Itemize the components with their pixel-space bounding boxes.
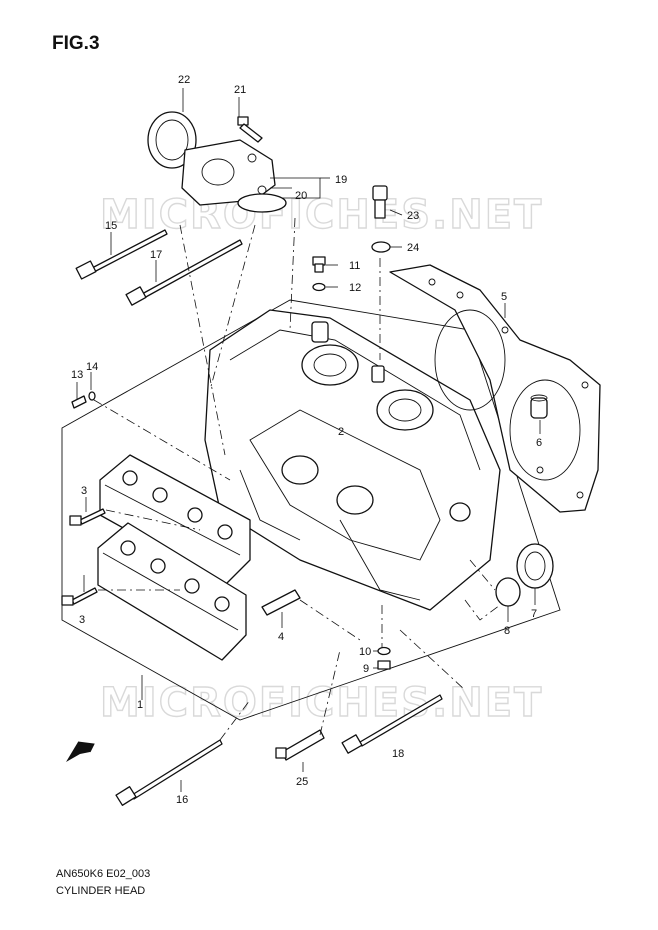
callout-25: 25: [296, 776, 308, 788]
assembly-outline: [61, 299, 561, 721]
bolt-9: [377, 660, 391, 670]
head-gasket: [389, 264, 601, 513]
callout-2: 2: [338, 426, 344, 438]
bolt-16: [115, 739, 223, 806]
callout-23: 23: [407, 210, 419, 222]
bolt-17: [125, 239, 243, 306]
callout-22: 22: [178, 74, 190, 86]
watermark-bottom: MICROFICHES.NET: [100, 680, 543, 726]
callout-21: 21: [234, 84, 246, 96]
cam-holder-upper: [99, 454, 251, 586]
bolt-21: [237, 116, 263, 143]
bolt-15: [75, 229, 168, 280]
figure-name: CYLINDER HEAD: [56, 885, 146, 897]
figure-title: FIG.3: [52, 33, 100, 54]
figure-code: AN650K6 E02_003: [56, 868, 151, 880]
watermark-top: MICROFICHES.NET: [100, 192, 543, 238]
alignment-lines: [93, 217, 501, 741]
gasket-14: [88, 391, 96, 401]
callout-6: 6: [536, 437, 542, 449]
bolt-3-lower: [61, 587, 98, 606]
callout-3-lower: 3: [79, 614, 85, 626]
spark-plug: [275, 729, 325, 761]
valve-guide: [261, 589, 301, 616]
callout-7: 7: [531, 608, 537, 620]
callout-19: 19: [335, 174, 347, 186]
cap-7: [516, 543, 554, 589]
callout-labels: 22 21 19 20 15 17 11 12 23 24 5 13 14 2 …: [71, 74, 542, 806]
callout-10: 10: [359, 646, 371, 658]
bolt-11: [312, 256, 326, 273]
cam-holder-lower: [97, 522, 247, 661]
callout-24: 24: [407, 242, 419, 254]
callout-8: 8: [504, 625, 510, 637]
callout-12: 12: [349, 282, 361, 294]
callout-4: 4: [278, 631, 284, 643]
o-ring-8: [495, 577, 521, 607]
callout-1: 1: [137, 699, 143, 711]
leader-lines: [76, 88, 541, 792]
callout-13: 13: [71, 369, 83, 381]
callout-18: 18: [392, 748, 404, 760]
callout-17: 17: [150, 249, 162, 261]
bolt-3-upper: [69, 508, 106, 526]
dowel-pin: [530, 394, 548, 419]
bolt-18: [341, 694, 443, 754]
callout-20: 20: [295, 190, 307, 202]
washer-24: [371, 241, 391, 253]
plug-13: [71, 395, 87, 409]
callout-9: 9: [363, 663, 369, 675]
callout-11: 11: [349, 260, 360, 272]
front-arrow-icon: [66, 741, 95, 762]
callout-5: 5: [501, 291, 507, 303]
washer-12: [312, 282, 326, 292]
o-ring: [237, 193, 287, 213]
cylinder-head: [204, 309, 501, 611]
washer-10: [377, 646, 391, 656]
callout-14: 14: [86, 361, 98, 373]
callout-16: 16: [176, 794, 188, 806]
water-outlet: [147, 111, 276, 206]
temperature-sensor: [372, 185, 388, 219]
callout-3-upper: 3: [81, 485, 87, 497]
callout-15: 15: [105, 220, 117, 232]
